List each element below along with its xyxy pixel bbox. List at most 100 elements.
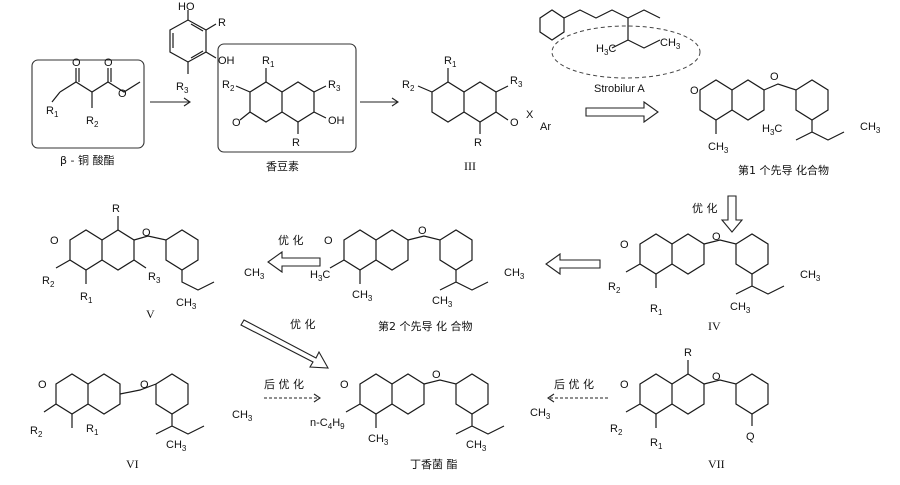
final-butyl: n-C4H9	[310, 417, 345, 431]
strobilurin-ch3: CH3	[660, 37, 681, 51]
coumarin-o: O	[232, 117, 241, 129]
optimize-label-1: 优 化	[692, 201, 718, 215]
cmpd6-o: O	[38, 379, 47, 391]
compound-6-label: VI	[126, 457, 139, 471]
cmpd7-r: R	[684, 347, 692, 359]
coumarin-structure: R1 R2 R3 OH R O	[222, 55, 345, 149]
cmpd3-r1: R1	[444, 55, 457, 69]
compound-5-structure: O O R R2 R1 R3 CH3 CH3	[42, 203, 265, 311]
hollow-arrow-left-1	[267, 250, 321, 274]
lead1-ether-o: O	[770, 71, 779, 83]
final-ch3: CH3	[530, 407, 551, 421]
cmpd5-r: R	[112, 203, 120, 215]
reaction-arrow-1	[150, 97, 191, 107]
reaction-arrow-2	[360, 97, 399, 107]
dashed-arrow-right-head	[313, 393, 321, 403]
lead-2-structure: O O H3C CH3 CH3 CH3	[310, 225, 525, 309]
cmpd3-x: X	[526, 109, 534, 121]
post-optimize-label-1: 后 优 化	[264, 377, 304, 391]
post-optimize-label-2: 后 优 化	[554, 377, 594, 391]
cmpd3-r: R	[474, 137, 482, 149]
strobilurin-structure: H3C CH3	[539, 9, 701, 79]
resorcinol-r: R	[218, 17, 226, 29]
cmpd5-r1: R1	[80, 291, 93, 305]
cmpd5-r3: R3	[148, 271, 161, 285]
coumarin-oh: OH	[328, 115, 345, 127]
cmpd5-o: O	[50, 235, 59, 247]
resorcinol-structure: HO R OH R3	[169, 1, 235, 95]
cmpd4-och3: CH3	[730, 301, 751, 315]
hollow-arrow-down	[720, 195, 744, 233]
hollow-arrow-lead1	[585, 100, 659, 124]
coumarin-caption: 香豆素	[266, 160, 299, 173]
resorcinol-r3: R3	[176, 81, 189, 95]
r2-label: R2	[86, 115, 99, 129]
coumarin-r3: R3	[328, 79, 341, 93]
lead2-o: O	[324, 235, 333, 247]
cmpd3-r2: R2	[402, 79, 415, 93]
cmpd4-o: O	[620, 239, 629, 251]
lead2-ether-o: O	[418, 225, 427, 237]
lead-1-structure: O O H3C CH3 CH3	[690, 71, 881, 155]
lead1-o: O	[690, 85, 699, 97]
final-och3: CH3	[466, 439, 487, 453]
final-ether-o: O	[432, 369, 441, 381]
r1-label: R1	[46, 105, 59, 119]
compound-7-label: VII	[708, 457, 725, 471]
final-compound-caption: 丁香菌 酯	[410, 458, 458, 471]
optimize-label-3: 优 化	[290, 317, 316, 331]
compound-5-label: V	[146, 307, 155, 321]
cmpd7-o: O	[620, 379, 629, 391]
ester-oxygen: O	[104, 57, 113, 69]
cmpd7-r1: R1	[650, 437, 663, 451]
lead2-h3c: H3C	[310, 269, 330, 283]
cmpd7-q: Q	[746, 431, 755, 443]
cmpd4-r2: R2	[608, 281, 621, 295]
cmpd5-och3: CH3	[176, 297, 197, 311]
hollow-arrow-left-2	[545, 252, 601, 276]
lead-1-caption: 第1 个先导 化合物	[738, 163, 829, 177]
resorcinol-ho: HO	[178, 1, 195, 13]
final-me: CH3	[368, 433, 389, 447]
lead1-h3c: H3C	[762, 123, 782, 137]
dashed-arrow-left-head	[547, 393, 555, 403]
cmpd6-r1: R1	[86, 423, 99, 437]
coumarin-r1: R1	[262, 55, 275, 69]
acetoacetate-box	[31, 59, 145, 149]
compound-3-structure: R1 R2 R3 O X Ar R	[402, 55, 551, 149]
lead1-me: CH3	[708, 141, 729, 155]
strobilurin-h3c: H3C	[596, 43, 616, 57]
acetoacetate-caption: β - 铜 酸酯	[60, 153, 114, 167]
hollow-arrow-diagonal	[240, 319, 329, 369]
compound-4-label: IV	[708, 319, 721, 333]
cmpd6-ether-o: O	[140, 379, 149, 391]
compound-4-structure: O O R2 R1 CH3 CH3	[608, 231, 821, 317]
compound-7-structure: O O R Q R2 R1	[610, 347, 769, 451]
cmpd6-ch3: CH3	[232, 409, 253, 423]
cmpd7-ether-o: O	[712, 371, 721, 383]
lead-2-caption: 第2 个先导 化 合物	[378, 319, 473, 333]
cmpd3-r3: R3	[510, 75, 523, 89]
cmpd4-r1: R1	[650, 303, 663, 317]
cmpd5-r2: R2	[42, 275, 55, 289]
coumarin-box	[217, 43, 357, 153]
cmpd4-ch3: CH3	[800, 269, 821, 283]
cmpd4-ether-o: O	[712, 231, 721, 243]
coumarin-r2: R2	[222, 79, 235, 93]
cmpd3-ar: Ar	[540, 121, 551, 133]
final-o: O	[340, 379, 349, 391]
ester-o: O	[118, 88, 127, 100]
compound-3-label: III	[464, 159, 476, 173]
cmpd5-ch3: CH3	[244, 267, 265, 281]
optimize-label-2: 优 化	[278, 233, 304, 247]
lead1-ch3: CH3	[860, 121, 881, 135]
strobilurin-caption: Strobilur A	[594, 83, 645, 95]
resorcinol-oh: OH	[218, 55, 235, 67]
final-compound-structure: O O n-C4H9 CH3 CH3 CH3	[310, 369, 551, 453]
cmpd5-ether-o: O	[142, 227, 151, 239]
compound-6-structure: O O R2 R1 CH3 CH3	[30, 373, 253, 453]
cmpd3-o: O	[510, 117, 519, 129]
lead2-ch3: CH3	[504, 267, 525, 281]
strobilurin-pharmacophore-ellipse	[551, 25, 701, 79]
